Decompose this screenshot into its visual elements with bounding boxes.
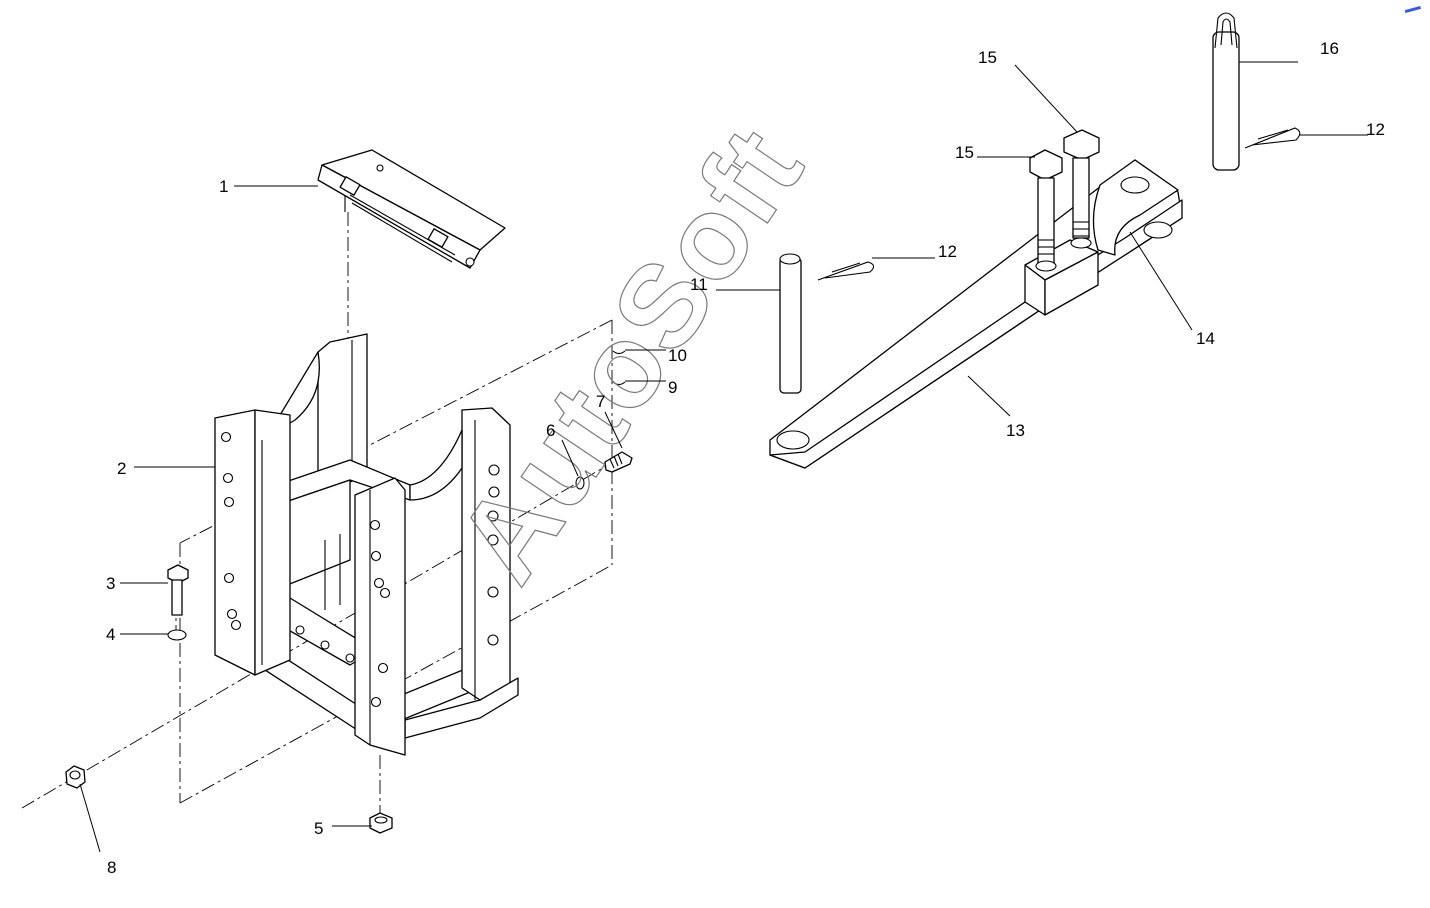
callout-12-left: 12 (938, 242, 957, 261)
callout-8: 8 (107, 858, 116, 877)
small-hardware (575, 350, 633, 490)
callout-15-upper: 15 (978, 48, 997, 67)
callout-2: 2 (117, 459, 126, 478)
callout-13: 13 (1006, 421, 1025, 440)
callout-14: 14 (1196, 329, 1215, 348)
callout-11: 11 (690, 275, 708, 294)
linch-pins (817, 127, 1301, 281)
bottom-nut (369, 812, 393, 834)
callout-4: 4 (106, 625, 115, 644)
top-cover-assembly (317, 149, 506, 269)
callout-1: 1 (219, 177, 228, 196)
frame-housing (214, 333, 519, 756)
drawbar (769, 159, 1183, 469)
corner-mark (1404, 5, 1421, 14)
drawbar-bolts (1029, 129, 1100, 272)
left-nut (65, 765, 86, 789)
callout-12-right: 12 (1366, 120, 1385, 139)
watermark-text: AutoSoft (432, 105, 829, 605)
callout-16: 16 (1320, 39, 1339, 58)
callout-labels: 1 2 3 4 5 6 7 8 9 10 11 12 12 13 14 15 1… (106, 39, 1385, 877)
callout-9: 9 (668, 378, 677, 397)
callout-15-lower: 15 (955, 143, 974, 162)
callout-10: 10 (668, 346, 687, 365)
leader-lines (79, 61, 1368, 853)
hitch-pin (779, 253, 802, 394)
callout-3: 3 (106, 574, 115, 593)
callout-7: 7 (596, 392, 605, 411)
callout-5: 5 (314, 819, 323, 838)
bolt-and-washer (167, 564, 189, 641)
long-pin (1212, 12, 1240, 171)
callout-6: 6 (546, 421, 555, 440)
